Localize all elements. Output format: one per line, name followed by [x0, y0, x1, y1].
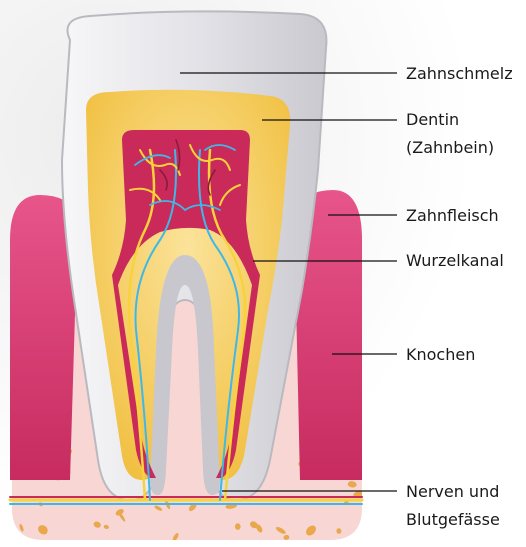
label-root-canal: Wurzelkanal [406, 247, 504, 274]
label-dentin: Dentin [406, 106, 459, 133]
label-vessels: Blutgefässe [406, 506, 500, 533]
label-gum: Zahnfleisch [406, 202, 499, 229]
label-enamel: Zahnschmelz [406, 60, 513, 87]
label-bone: Knochen [406, 341, 475, 368]
label-dentin-alt: (Zahnbein) [406, 134, 494, 161]
label-nerves: Nerven und [406, 478, 499, 505]
